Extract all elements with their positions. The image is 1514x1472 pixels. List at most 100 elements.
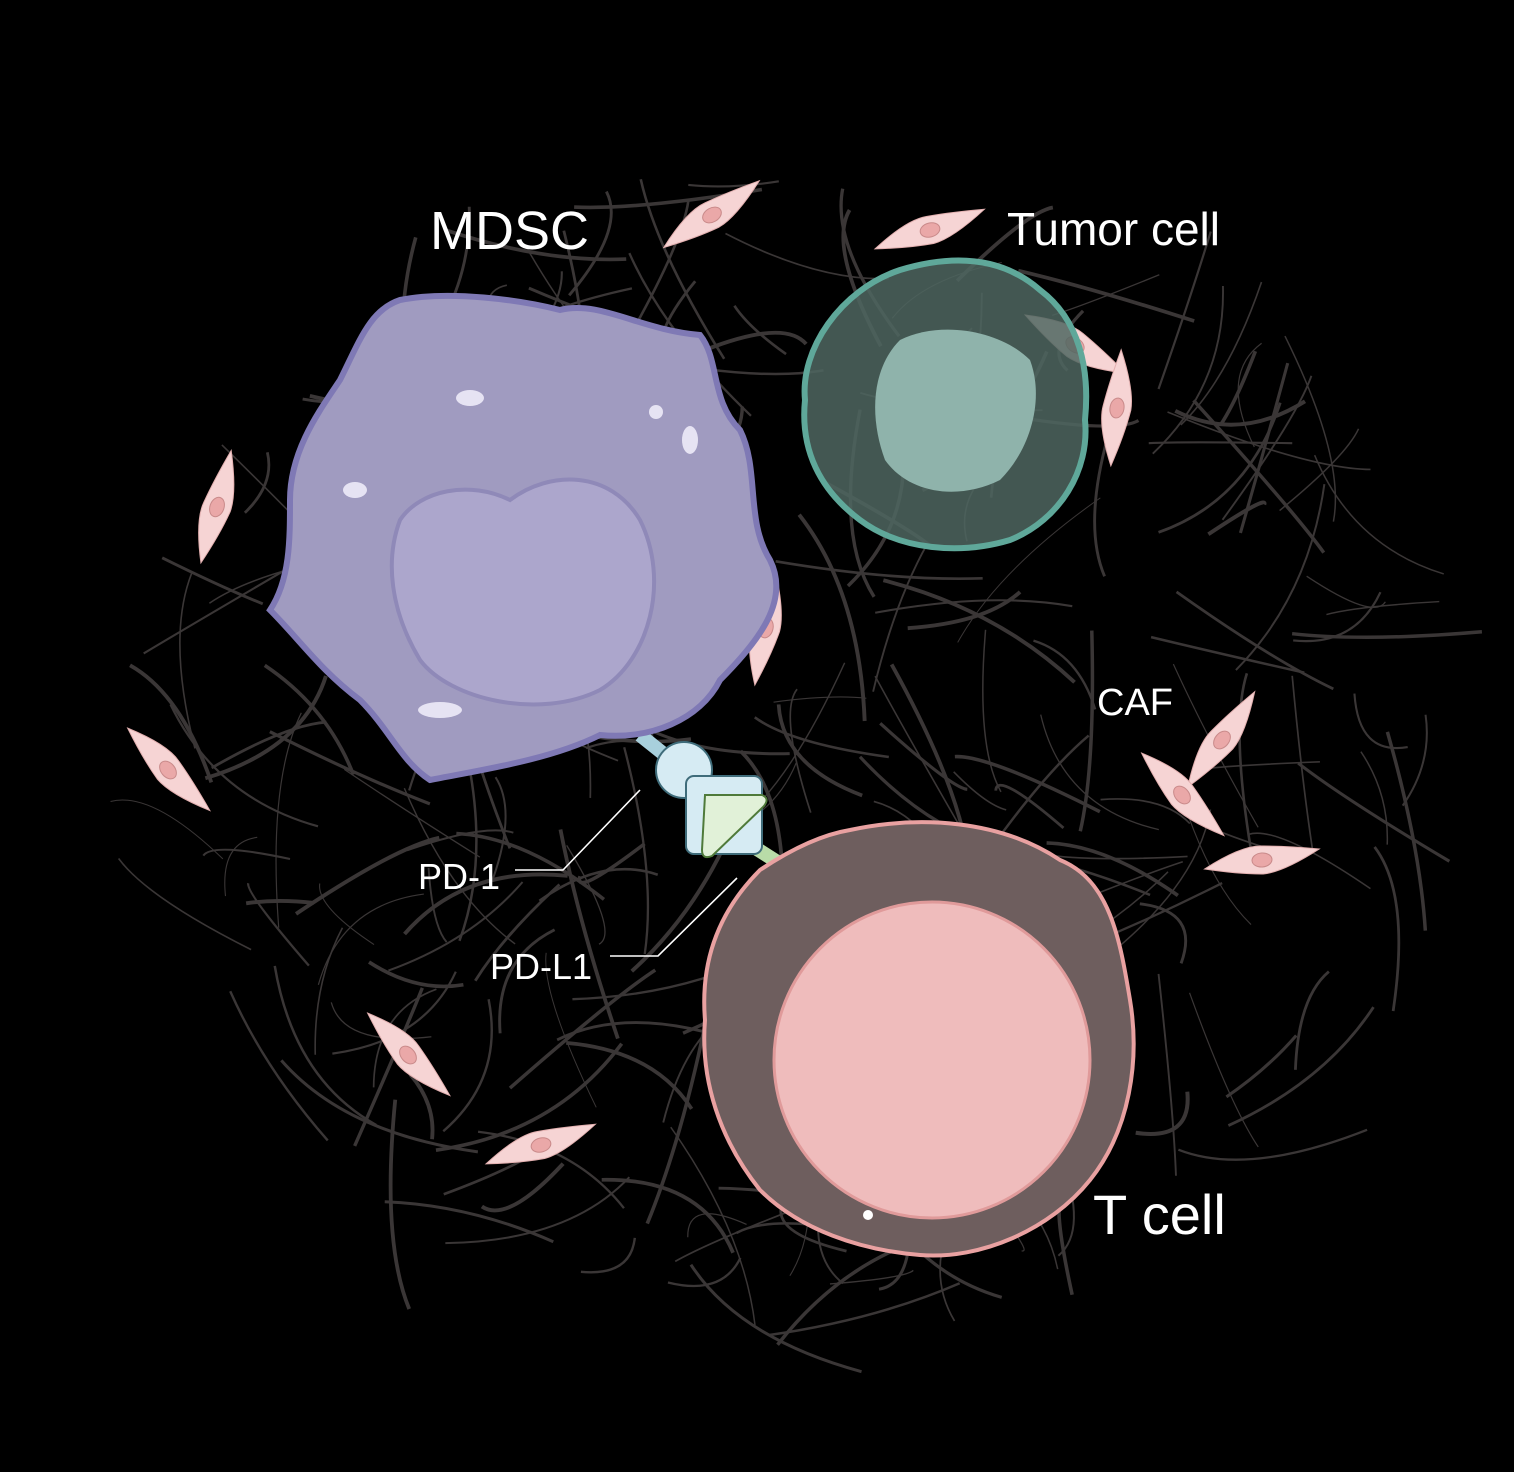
fiber	[280, 1059, 479, 1154]
pd1-label: PD-1	[418, 856, 501, 897]
mdsc-cell	[266, 292, 780, 784]
fiber	[1279, 428, 1360, 512]
fiber	[343, 768, 481, 858]
caf-cell-icon	[484, 1123, 597, 1165]
caf-cell-icon	[126, 727, 212, 812]
fiber	[294, 835, 440, 916]
fiber	[982, 629, 1002, 793]
pdl1-label: PD-L1	[490, 946, 593, 987]
fiber	[1148, 441, 1293, 445]
fiber	[907, 590, 1022, 631]
fiber	[645, 1021, 708, 1225]
fiber	[705, 330, 808, 352]
fiber	[879, 722, 968, 791]
t-cell-label: T cell	[1093, 1183, 1226, 1246]
fiber	[403, 787, 516, 945]
fiber	[776, 704, 863, 798]
fiber	[1238, 362, 1290, 534]
fiber	[1152, 286, 1224, 455]
fiber	[442, 999, 493, 1133]
fiber	[1221, 375, 1313, 521]
fiber	[670, 1126, 756, 1326]
fiber	[1291, 675, 1314, 854]
fiber	[1135, 1091, 1190, 1136]
fiber	[1040, 714, 1159, 831]
fiber	[491, 776, 507, 881]
fiber	[1291, 630, 1483, 640]
fiber	[275, 712, 302, 928]
pd1-leader-line	[515, 789, 641, 871]
fiber	[161, 556, 264, 606]
fiber	[1093, 436, 1110, 577]
fiber	[477, 1130, 625, 1209]
fiber	[480, 1162, 565, 1213]
mdsc-nucleus	[389, 477, 657, 707]
fiber	[789, 688, 812, 813]
fiber	[1041, 853, 1188, 860]
fiber	[456, 831, 606, 901]
fiber	[1157, 973, 1177, 1176]
fiber	[1158, 402, 1282, 534]
fiber	[210, 720, 327, 770]
fiber	[725, 232, 889, 280]
fiber	[1192, 399, 1326, 554]
fiber	[1046, 841, 1179, 898]
fiber	[1385, 731, 1428, 931]
fiber	[445, 1176, 631, 1245]
fiber	[269, 730, 431, 806]
fiber	[224, 836, 258, 897]
caf-cell-icon	[366, 1012, 452, 1097]
fiber	[1360, 751, 1389, 845]
fiber	[689, 1263, 862, 1374]
fiber	[538, 867, 659, 902]
tumor-cell-label: Tumor cell	[1007, 203, 1220, 255]
fiber	[580, 1237, 637, 1274]
caf-label: CAF	[1097, 682, 1173, 724]
fiber	[1150, 635, 1305, 674]
fiber	[1294, 970, 1330, 1070]
fiber	[202, 848, 291, 861]
fiber	[773, 696, 867, 703]
fiber	[577, 842, 646, 885]
fiber	[204, 675, 328, 781]
fiber	[245, 898, 314, 906]
fiber	[768, 1282, 961, 1337]
caf-cell-icon	[1187, 690, 1256, 789]
fiber	[229, 990, 329, 1142]
fiber	[566, 845, 606, 945]
tumor-cell	[801, 257, 1090, 552]
fiber	[110, 799, 224, 860]
fiber	[384, 1200, 554, 1244]
fiber	[435, 1042, 624, 1152]
fiber	[317, 893, 424, 985]
fiber	[1177, 1128, 1368, 1161]
fiber	[688, 180, 779, 188]
fiber	[775, 559, 983, 581]
t-cell	[702, 820, 1136, 1258]
fiber	[179, 573, 196, 749]
fiber	[733, 305, 787, 356]
caf-cells	[126, 179, 1321, 1165]
fiber	[1225, 1034, 1298, 1099]
mdsc-label: MDSC	[430, 201, 589, 261]
fiber	[1313, 454, 1445, 575]
fiber	[753, 716, 889, 759]
fiber	[1235, 483, 1326, 671]
fiber	[1207, 500, 1267, 536]
fiber	[243, 451, 271, 514]
fiber	[1238, 672, 1252, 849]
fiber	[779, 1207, 847, 1253]
fiber	[1180, 281, 1263, 426]
fiber	[1167, 411, 1371, 471]
fiber	[953, 771, 1007, 811]
caf-cell-icon	[1203, 845, 1321, 875]
fiber	[872, 542, 929, 692]
fiber	[667, 1257, 742, 1288]
fiber	[568, 190, 613, 297]
fiber	[169, 704, 319, 828]
caf-cell-icon	[1101, 348, 1132, 468]
fiber	[1078, 630, 1095, 832]
fiber	[1284, 335, 1337, 522]
